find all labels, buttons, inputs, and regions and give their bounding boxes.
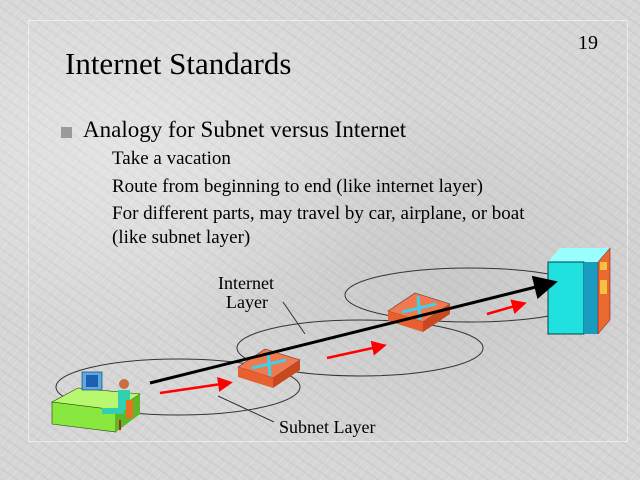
bullet-text: Analogy for Subnet versus Internet [83, 117, 407, 142]
router-icon [237, 348, 301, 388]
internet-layer-label-line2: Layer [226, 292, 268, 312]
slide-frame [28, 20, 628, 442]
slide-title: Internet Standards [65, 46, 292, 81]
workstation-icon [51, 371, 141, 433]
sub-item: (like subnet layer) [112, 227, 251, 248]
subnet-hop-arrow [159, 377, 233, 395]
subnet-hop-arrow [486, 299, 527, 316]
router-icon [387, 292, 451, 332]
slide-number: 19 [578, 32, 598, 54]
sub-item: For different parts, may travel by car, … [112, 203, 525, 224]
subnet-label-leader [217, 395, 275, 423]
sub-item: Take a vacation [112, 148, 231, 169]
subnet-ellipse-1 [55, 358, 301, 416]
internet-layer-label-line1: Internet [218, 273, 274, 293]
subnet-ellipse-2 [236, 319, 484, 377]
server-icon [547, 247, 611, 335]
internet-label-leader [282, 301, 306, 335]
bullet-square-icon [61, 127, 72, 138]
subnet-layer-label: Subnet Layer [279, 417, 376, 437]
sub-item: Route from beginning to end (like intern… [112, 176, 483, 197]
internet-route-arrow [149, 275, 558, 385]
subnet-hop-arrow [326, 340, 387, 360]
